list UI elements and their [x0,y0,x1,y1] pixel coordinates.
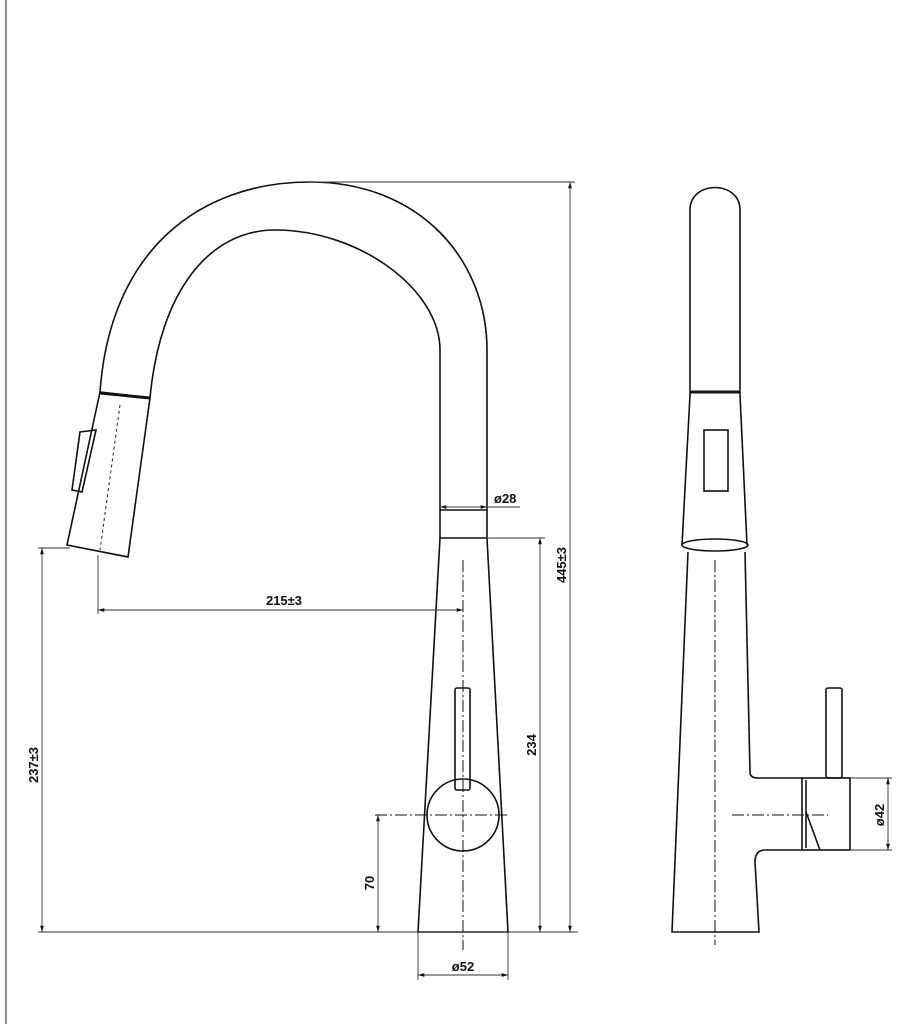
dim-overall-height: 445±3 [554,547,569,583]
dim-handle-height: 70 [362,876,377,890]
spout-outer-arc [99,181,488,510]
dim-spout-reach: 215±3 [266,593,302,608]
side-spray-button [703,429,729,492]
side-view [671,186,851,945]
dim-body-height: 234 [524,733,539,755]
dim-handle-diameter: ø42 [872,804,887,826]
spray-head [66,391,151,558]
dim-spout-outlet-height: 237±3 [26,747,41,783]
spray-button [71,429,98,493]
side-body [671,551,802,933]
side-handle-lever [825,687,843,779]
dim-pipe-diameter: ø28 [494,491,516,506]
side-handle-cartridge [801,777,851,851]
dim-base-diameter: ø52 [452,959,474,974]
front-view [66,181,510,950]
side-dimensions: ø42 [850,777,892,851]
spout-inner-arc [149,229,441,510]
front-dimensions: 445±3 ø28 215±3 237±3 234 70 ø52 [26,181,578,980]
side-spout-neck [689,186,741,395]
handle-lever [454,687,471,791]
side-spray-head [681,394,748,546]
